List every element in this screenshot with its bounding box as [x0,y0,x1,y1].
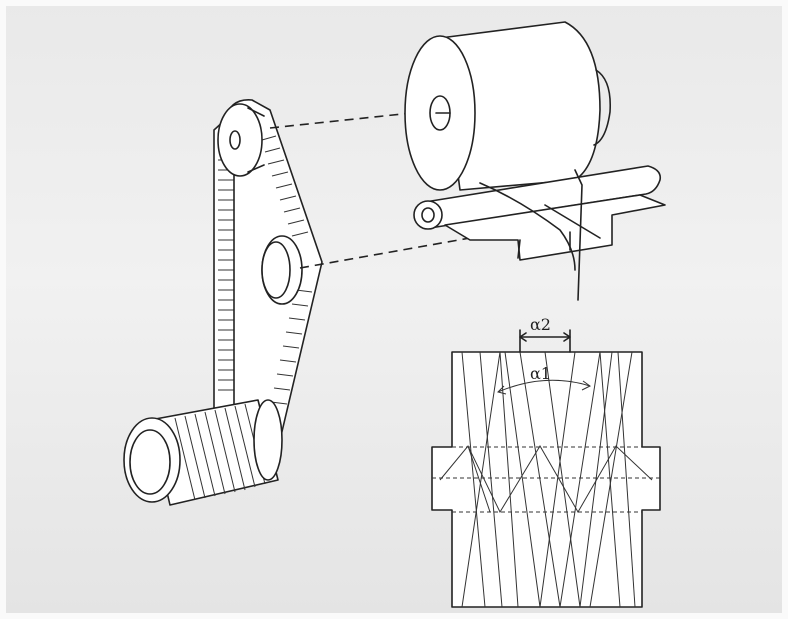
traverse-lines [439,351,653,608]
winding-pattern: α2 α1 [431,315,661,608]
belt-teeth-right [261,135,313,405]
belt-teeth-left [218,149,235,411]
belt-drive [123,99,323,506]
alpha1-label: α1 [530,364,551,383]
connector-mid-dashed [299,237,471,269]
idler-pulley [261,235,303,305]
drive-motor [123,399,283,506]
drive-drum [413,165,662,230]
yarn-package [404,21,666,301]
motor-fins [174,403,266,501]
alpha1-arc [497,379,591,393]
top-pulley [217,103,265,177]
thread-guide [444,194,666,261]
alpha2-label: α2 [530,315,551,334]
